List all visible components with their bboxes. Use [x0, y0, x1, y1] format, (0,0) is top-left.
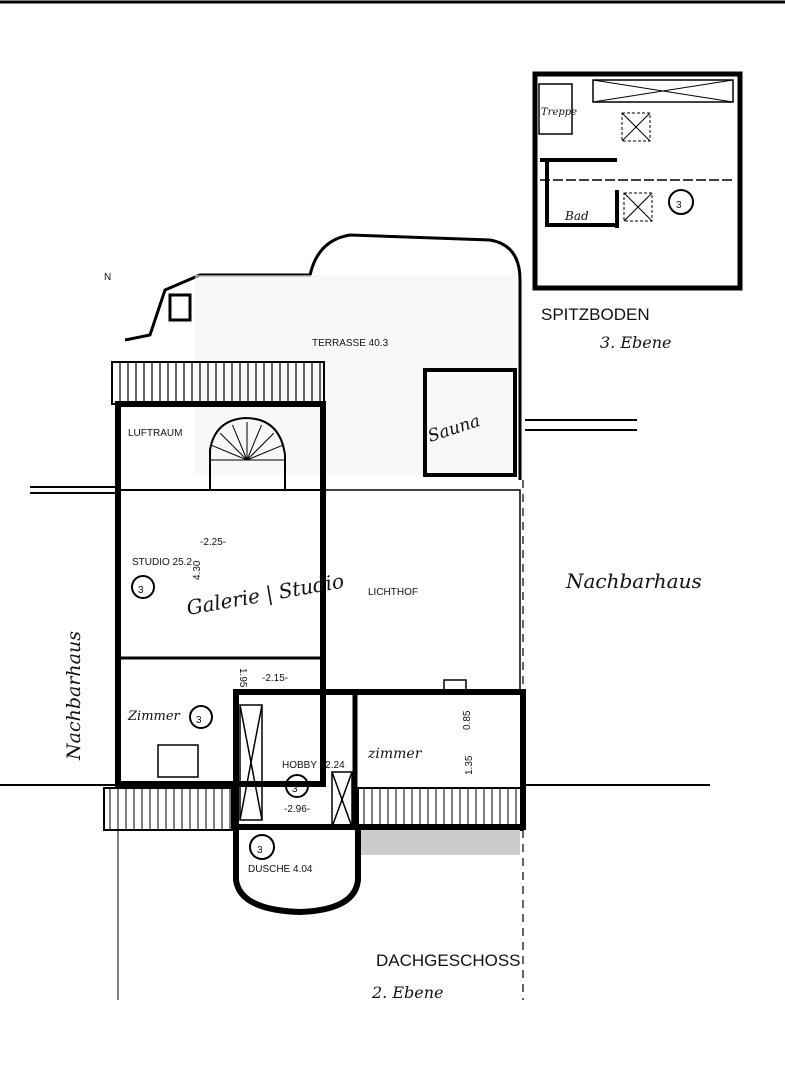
terrace-area [195, 275, 515, 475]
spiral-stair [209, 416, 286, 490]
floor-level: 2. Ebene [371, 983, 444, 1002]
railing-bar [246, 444, 283, 461]
inset-level: 3. Ebene [600, 333, 672, 352]
chimney [168, 293, 192, 322]
wall-sauna [423, 368, 517, 477]
gravel-area [360, 830, 520, 855]
terrace-outline [124, 233, 522, 480]
railing-bar [246, 432, 275, 461]
inset-bad-label: Bad [564, 209, 589, 223]
terrace-label: TERRASSE 40.3 [312, 338, 389, 349]
railing-bottom-left [103, 787, 233, 831]
dim-2-15: -2.15- [262, 673, 288, 684]
neighbor-right-label: Nachbarhaus [565, 569, 702, 593]
hobby-label: HOBBY 12.24 [282, 760, 345, 771]
neighbor-left-label: Nachbarhaus [63, 631, 85, 761]
lichthof-label: LICHTHOF [368, 587, 418, 598]
studio-label: STUDIO 25.2 [132, 557, 192, 568]
hobby-dim: -2.96- [284, 804, 310, 815]
railing-bar [219, 432, 248, 461]
luftraum-label: LUFTRAUM [128, 428, 182, 439]
svg-text:3: 3 [292, 784, 298, 795]
inset-room-marker: 3 [676, 200, 682, 211]
north-label: N [104, 272, 111, 283]
railing-bar [211, 444, 248, 461]
railing-bar [231, 424, 248, 461]
room-marker-zimmer: 3 [189, 705, 213, 729]
zimmer-right-label: zimmer [367, 746, 423, 762]
railing-bottom-right [357, 787, 524, 831]
room-marker-dusche: 3 [249, 834, 275, 860]
railing-top [111, 361, 325, 405]
inset-attic-plan: Treppe Bad 3 [532, 71, 743, 291]
skylight-markers [157, 679, 467, 828]
railing-bar [246, 424, 263, 461]
dusche-label: DUSCHE 4.04 [248, 864, 313, 875]
inset-treppe-label: Treppe [541, 107, 577, 118]
floor-title: DACHGESCHOSS [376, 951, 521, 970]
wall-shower [233, 827, 361, 916]
inset-title: SPITZBODEN [541, 305, 650, 324]
svg-text:3: 3 [138, 585, 144, 596]
dim-1-95: 1.95 [237, 668, 248, 688]
svg-text:3: 3 [257, 845, 263, 856]
dim-1-35: 1.35 [464, 755, 475, 775]
wall-hobby [233, 689, 526, 830]
zimmer-left-label: Zimmer [127, 709, 181, 724]
svg-text:3: 3 [196, 715, 202, 726]
dim-0-85: 0.85 [462, 710, 473, 730]
studio-dim-width: -2.25- [200, 537, 226, 548]
boundary-lines [0, 419, 710, 1000]
room-marker-hobby: 3 [285, 774, 309, 798]
studio-dim-height: 4.30 [192, 560, 203, 580]
room-marker-studio: 3 [131, 575, 155, 599]
lichthof-outline [324, 489, 521, 691]
